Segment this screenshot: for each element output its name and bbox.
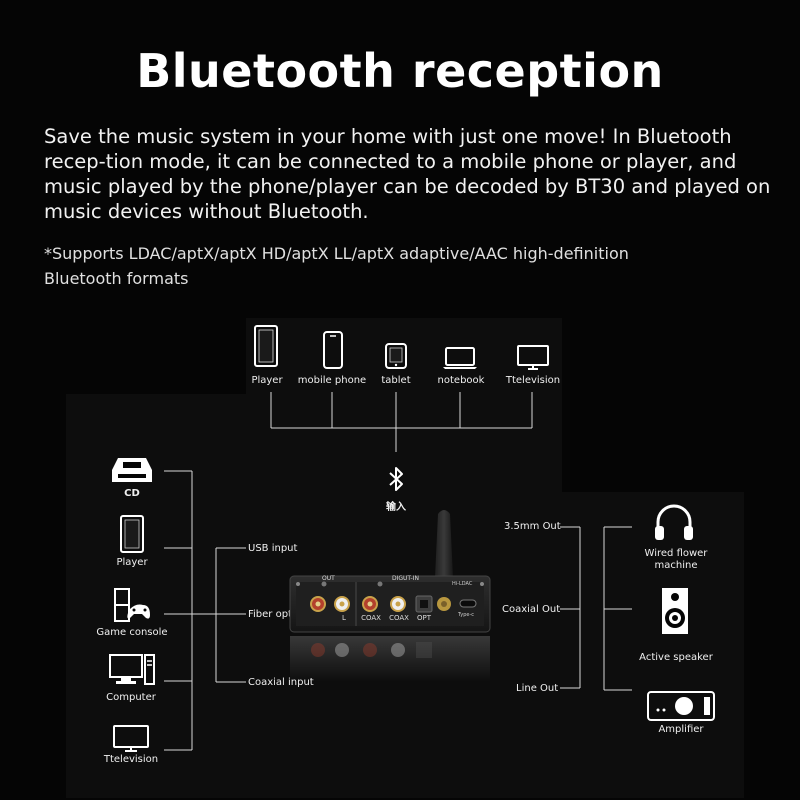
player-icon (253, 324, 279, 368)
device-port-l: L (342, 614, 346, 622)
mobile-phone-icon (322, 330, 344, 370)
wired-label-television: Ttelevision (103, 754, 159, 765)
speaker-icon (660, 586, 690, 636)
device-digit-in-label: DIGUT-IN (392, 575, 419, 582)
tablet-icon (384, 342, 408, 370)
device-type-c-label: Type-c (458, 612, 475, 618)
output-label-line: Line Out (516, 683, 559, 694)
wired-label-computer: Computer (106, 692, 156, 703)
format-note: *Supports LDAC/aptX/aptX HD/aptX LL/aptX… (44, 244, 629, 288)
page-title: Bluetooth reception (136, 44, 664, 98)
source-label-notebook: notebook (437, 375, 485, 386)
device-port-coax-1: COAX (361, 614, 381, 622)
television-icon (112, 724, 150, 754)
device-port-opt: OPT (416, 614, 431, 622)
television-icon (516, 344, 550, 372)
output-label-coaxial: Coaxial Out (502, 604, 561, 615)
player-icon (119, 514, 145, 554)
source-label-player: Player (251, 375, 283, 386)
output-device-label-speaker: Active speaker (639, 652, 713, 663)
source-label-tablet: tablet (381, 375, 411, 386)
output-area-panel (512, 492, 744, 798)
input-label-fiber-optic: Fiber optic input (248, 609, 330, 620)
headphones-icon (652, 500, 696, 544)
output-device-label-headphones: Wired flower machine (644, 548, 708, 571)
device-port-coax-2: COAX (389, 614, 409, 622)
bluetooth-icon (386, 466, 406, 492)
output-device-label-amplifier: Amplifier (658, 724, 704, 735)
cd-player-icon (110, 456, 154, 484)
output-label-3-5mm: 3.5mm Out (504, 521, 561, 532)
device-badge: Hi-LDAC (452, 581, 473, 587)
game-console-icon (112, 583, 152, 623)
top-sources-panel (246, 318, 562, 394)
input-label-usb: USB input (248, 543, 298, 554)
source-label-television: Ttelevision (505, 375, 561, 386)
source-label-mobile-phone: mobile phone (297, 375, 367, 386)
device-out-label: OUT (322, 575, 335, 582)
wired-label-cd: CD (124, 488, 140, 499)
input-label-coaxial: Coaxial input (248, 677, 314, 688)
wired-label-game-console: Game console (96, 627, 168, 638)
wired-label-player: Player (116, 557, 148, 568)
computer-icon (108, 652, 156, 688)
amplifier-icon (646, 690, 716, 722)
notebook-icon (442, 346, 478, 370)
bt30-device (288, 506, 516, 686)
bluetooth-input-label: 输入 (386, 502, 406, 513)
page-description: Save the music system in your home with … (44, 125, 771, 223)
